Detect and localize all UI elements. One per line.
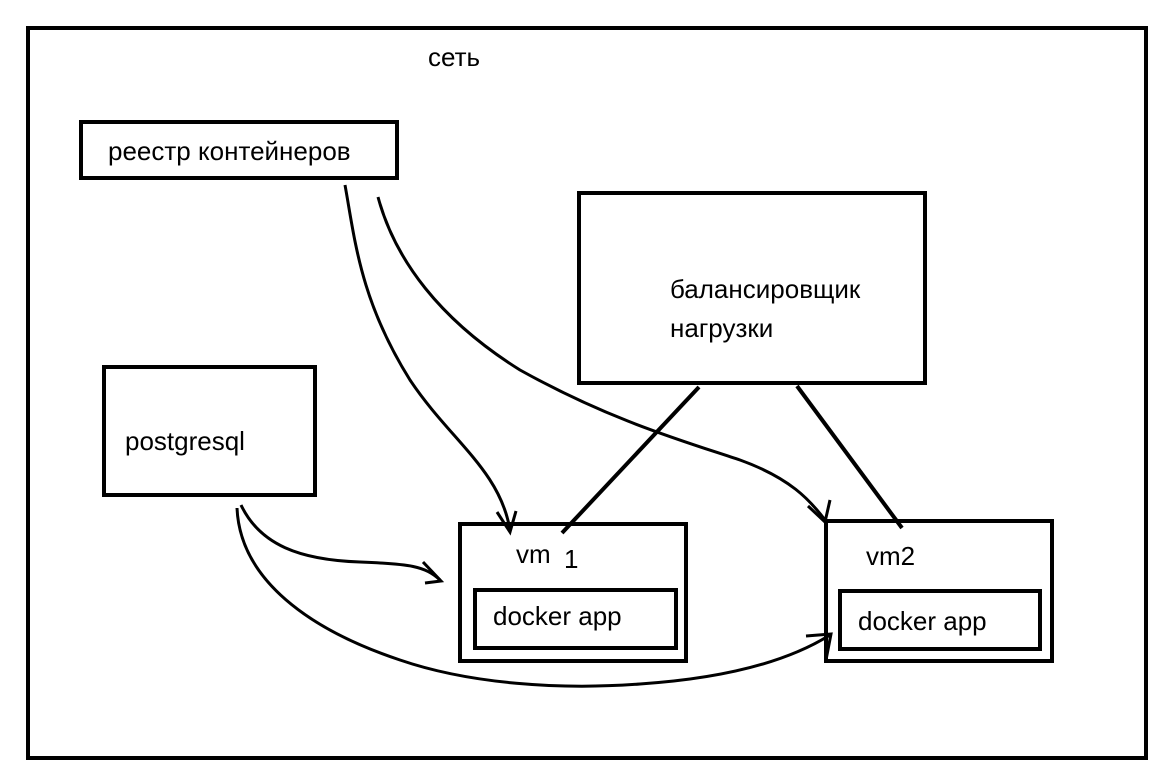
postgres-box	[102, 365, 317, 497]
postgres-to-vm2-arrow	[235, 507, 831, 688]
vm1-number: 1	[564, 544, 578, 574]
vm1-app-label: docker app	[493, 601, 622, 631]
vm2-app-box	[838, 589, 1042, 651]
postgres-to-vm1-arrowhead	[421, 560, 445, 585]
vm2-label: vm2	[866, 541, 915, 571]
registry-to-vm1-arrow	[343, 184, 512, 531]
postgres-to-vm2-arrowhead	[805, 632, 833, 661]
network-label: сеть	[428, 42, 480, 72]
registry-to-vm2-arrowhead	[806, 499, 832, 525]
registry-to-vm2-arrow	[376, 196, 827, 521]
registry-label: реестр контейнеров	[108, 136, 351, 166]
balancer-label-line2: нагрузки	[670, 313, 773, 343]
registry-to-vm1-arrowhead	[495, 510, 518, 536]
balancer-box	[577, 191, 927, 385]
registry-box	[79, 120, 399, 180]
vm1-app-box	[473, 588, 678, 650]
network-frame	[26, 26, 1148, 760]
balancer-to-vm2-line	[795, 384, 904, 530]
postgres-to-vm1-arrow	[239, 504, 442, 582]
vm2-box	[824, 519, 1054, 663]
balancer-to-vm1-line	[560, 385, 701, 535]
vm1-label: vm	[516, 539, 551, 569]
balancer-label-line1: балансировщик	[670, 274, 861, 304]
vm2-app-label: docker app	[858, 606, 987, 636]
postgres-label: postgresql	[125, 426, 245, 456]
